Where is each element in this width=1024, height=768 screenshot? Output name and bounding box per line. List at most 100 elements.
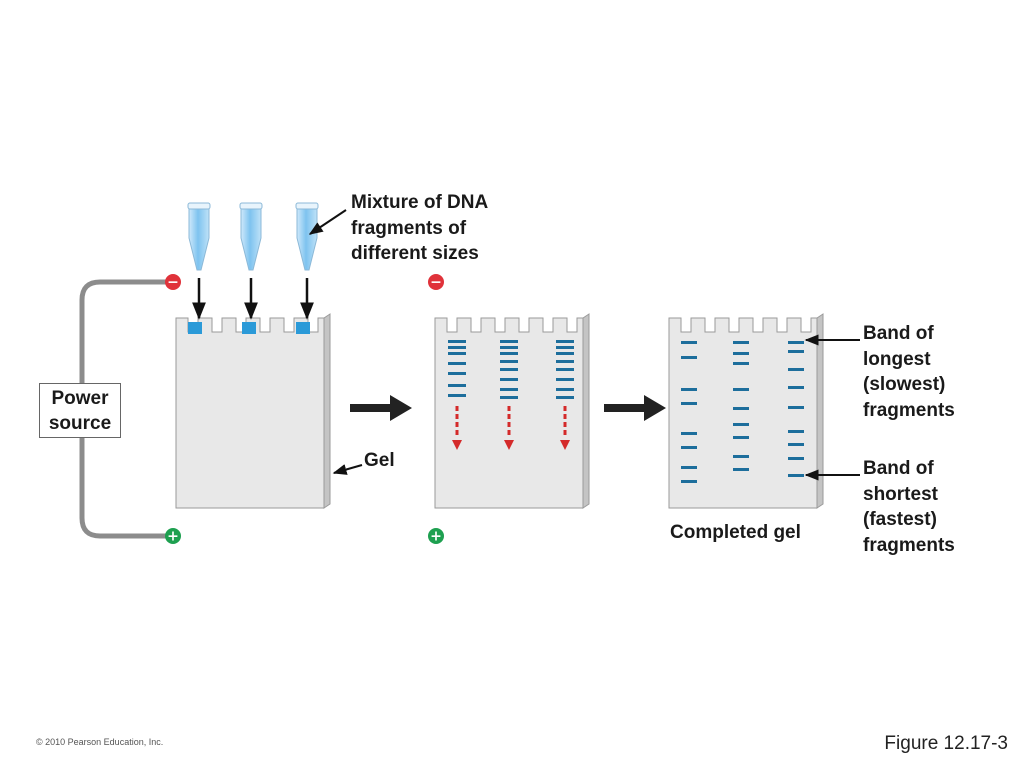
sample-well-1 xyxy=(188,322,202,334)
migration-dash xyxy=(507,422,511,427)
band xyxy=(556,346,574,349)
band xyxy=(733,423,749,426)
band xyxy=(500,360,518,363)
band xyxy=(788,368,804,371)
migration-dash xyxy=(455,430,459,435)
band xyxy=(788,350,804,353)
gel-loading-side xyxy=(323,313,331,509)
positive-electrode-2-disc xyxy=(428,528,444,544)
band xyxy=(448,372,466,375)
band xyxy=(448,352,466,355)
band xyxy=(556,368,574,371)
band xyxy=(681,356,697,359)
completed-gel-label: Completed gel xyxy=(670,522,801,543)
tube-cap xyxy=(295,202,319,210)
gel-completed-face xyxy=(668,317,818,509)
migration-dash xyxy=(455,414,459,419)
band xyxy=(681,432,697,435)
band xyxy=(788,386,804,389)
band xyxy=(448,394,466,397)
band xyxy=(788,474,804,477)
power-source-label: Power source xyxy=(48,387,112,434)
band xyxy=(733,362,749,365)
band xyxy=(500,378,518,381)
band xyxy=(733,341,749,344)
band xyxy=(556,378,574,381)
band xyxy=(556,352,574,355)
band xyxy=(500,368,518,371)
band xyxy=(500,396,518,399)
positive-electrode-2: + xyxy=(428,528,444,545)
band xyxy=(500,340,518,343)
tube-body xyxy=(240,206,262,271)
migration-dash xyxy=(507,406,511,411)
gel-running xyxy=(434,313,590,509)
negative-electrode-1: − xyxy=(165,274,181,291)
tube-cap xyxy=(187,202,211,210)
band-shortest-label: Band of shortest (fastest) fragments xyxy=(863,458,955,556)
gel-running-side xyxy=(582,313,590,509)
band xyxy=(556,396,574,399)
tube-cap xyxy=(239,202,263,210)
band xyxy=(788,457,804,460)
migration-dash xyxy=(455,422,459,427)
gel-loading xyxy=(175,313,331,509)
sample-well-2 xyxy=(242,322,256,334)
completed-lane-3 xyxy=(788,341,804,477)
running-lane-2 xyxy=(500,340,518,450)
sample-well-3 xyxy=(296,322,310,334)
band xyxy=(733,407,749,410)
tube-body xyxy=(296,206,318,271)
negative-electrode-1-disc xyxy=(165,274,181,290)
migration-dash xyxy=(563,422,567,427)
positive-electrode-1-sign: + xyxy=(167,529,179,545)
power-source-box: Power source xyxy=(39,383,121,438)
band xyxy=(788,430,804,433)
band xyxy=(448,384,466,387)
completed-lane-1 xyxy=(681,341,697,483)
sample-tube-3 xyxy=(295,202,319,320)
migration-arrowhead xyxy=(560,440,570,450)
tube-body xyxy=(188,206,210,271)
band xyxy=(448,346,466,349)
mixture-label: Mixture of DNA fragments of different si… xyxy=(351,192,489,264)
band xyxy=(733,352,749,355)
band xyxy=(556,388,574,391)
negative-electrode-2-disc xyxy=(428,274,444,290)
band xyxy=(448,340,466,343)
band xyxy=(500,346,518,349)
gel-completed xyxy=(668,313,824,509)
band xyxy=(788,341,804,344)
positive-electrode-2-sign: + xyxy=(430,529,442,545)
gel-running-face xyxy=(434,317,584,509)
band xyxy=(733,436,749,439)
running-lane-1 xyxy=(448,340,466,450)
positive-electrode-1: + xyxy=(165,528,181,545)
mixture-pointer xyxy=(308,209,347,235)
band xyxy=(733,468,749,471)
band xyxy=(681,388,697,391)
band xyxy=(681,446,697,449)
sample-tube-2 xyxy=(239,202,263,320)
process-arrow-1 xyxy=(350,395,412,421)
migration-arrowhead xyxy=(504,440,514,450)
band xyxy=(733,388,749,391)
band xyxy=(448,362,466,365)
migration-dash xyxy=(563,406,567,411)
migration-dash xyxy=(507,414,511,419)
gel-label: Gel xyxy=(364,450,395,471)
sample-tube-1 xyxy=(187,202,211,320)
running-lane-3 xyxy=(556,340,574,450)
negative-electrode-1-sign: − xyxy=(167,275,179,291)
negative-electrode-2-sign: − xyxy=(430,275,442,291)
migration-dash xyxy=(563,430,567,435)
negative-electrode-2: − xyxy=(428,274,444,291)
migration-dash xyxy=(563,414,567,419)
band-longest-label: Band of longest (slowest) fragments xyxy=(863,323,955,421)
band xyxy=(681,341,697,344)
band xyxy=(500,352,518,355)
completed-lane-2 xyxy=(733,341,749,471)
process-arrow-2 xyxy=(604,395,666,421)
band xyxy=(556,340,574,343)
